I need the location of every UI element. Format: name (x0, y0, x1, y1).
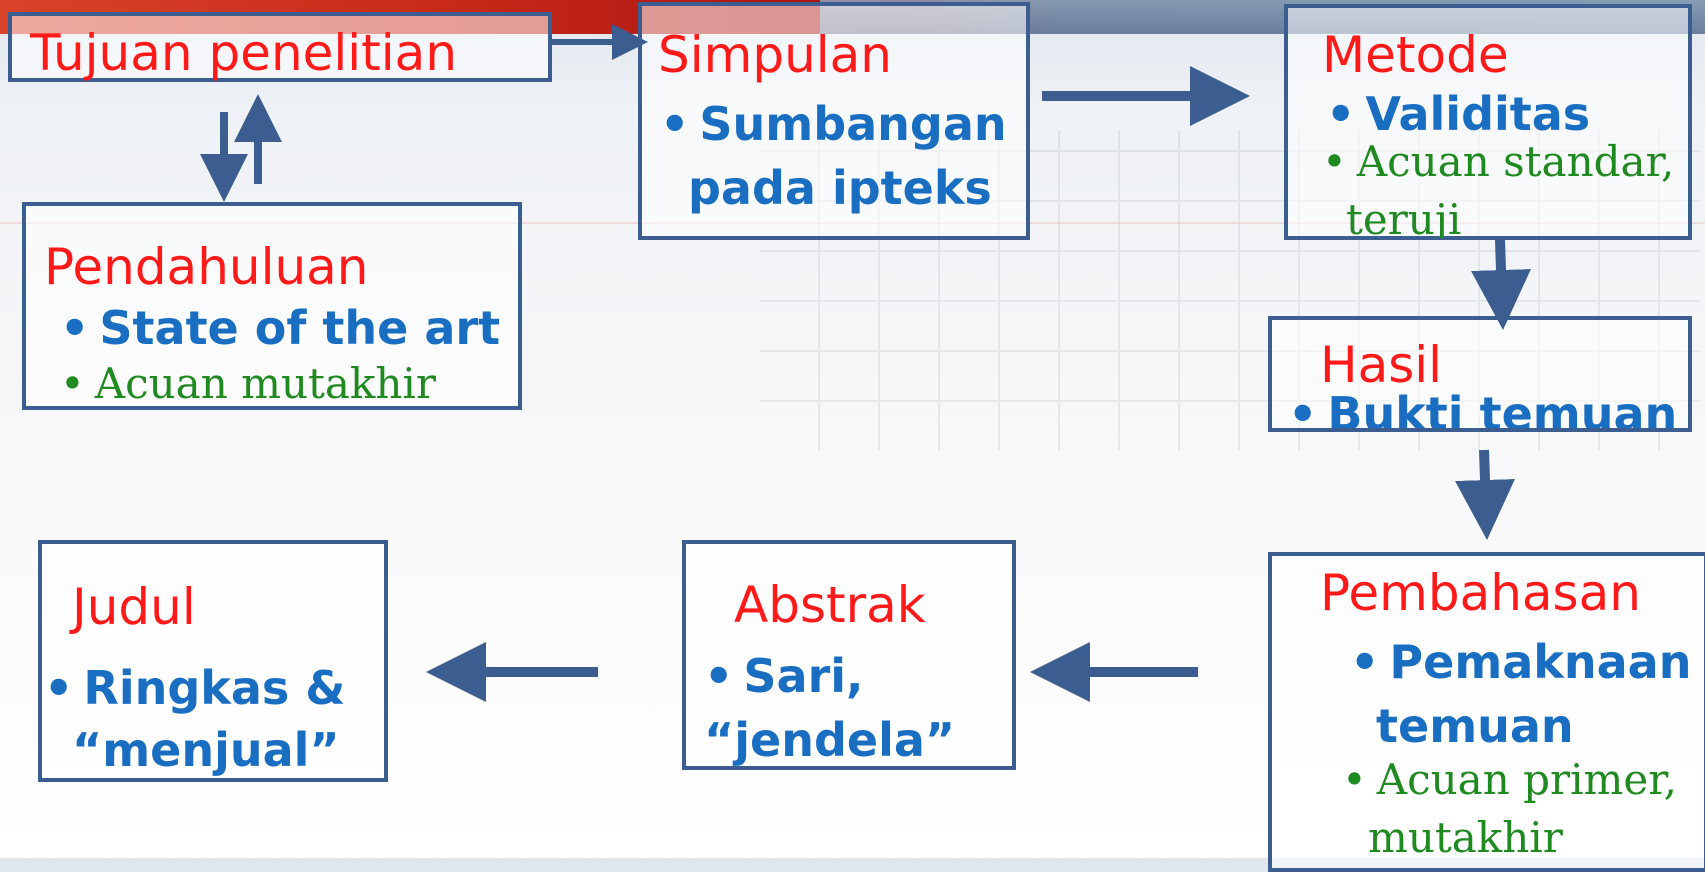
node-judul-bullet1-line1: Ringkas & (83, 661, 346, 715)
node-pendahuluan-bullet1: •State of the art (60, 300, 500, 358)
node-pendahuluan-bullet1-text: State of the art (99, 301, 501, 355)
node-simpulan-bullet-line2: pada ipteks (688, 161, 992, 215)
bullet-icon: • (1322, 137, 1347, 186)
arrow-metode-to-hasil (1471, 239, 1531, 330)
node-metode-bullet2-line1: Acuan standar, (1356, 137, 1675, 186)
bullet-icon: • (1350, 635, 1380, 689)
bullet-icon: • (704, 649, 734, 703)
node-metode-bullet1-text: Validitas (1365, 87, 1591, 141)
bullet-icon: • (60, 359, 85, 408)
node-pembahasan-bullet2: •Acuan primer, (1342, 754, 1677, 807)
node-abstrak-bullet1: •Sari, (704, 648, 864, 706)
node-hasil-bullet1-text: Bukti temuan (1327, 387, 1678, 428)
node-judul (38, 540, 388, 782)
node-metode-bullet1: •Validitas (1326, 86, 1590, 144)
node-judul-bullet1-line2: “menjual” (72, 723, 340, 777)
node-pembahasan-bullet2-line1: Acuan primer, (1376, 755, 1678, 804)
node-pembahasan-bullet1-line2: temuan (1376, 699, 1574, 753)
node-pembahasan-title: Pembahasan (1320, 564, 1641, 622)
node-hasil-title: Hasil (1320, 336, 1443, 394)
bullet-icon: • (1342, 755, 1367, 804)
node-tujuan-penelitian (8, 12, 552, 82)
node-simpulan (638, 2, 1030, 240)
bullet-icon: • (660, 97, 690, 151)
node-pembahasan-bullet1-line1: Pemaknaan (1389, 635, 1692, 689)
node-metode-title: Metode (1322, 26, 1509, 84)
bullet-icon: • (1326, 87, 1356, 141)
node-judul-bullet1: •Ringkas & (44, 660, 345, 718)
node-metode-bullet2: •Acuan standar, (1322, 136, 1674, 189)
node-pendahuluan-bullet2: •Acuan mutakhir (60, 358, 436, 411)
node-simpulan-title: Simpulan (658, 26, 892, 84)
node-pembahasan-bullet2-line2: mutakhir (1368, 813, 1563, 858)
node-metode (1284, 4, 1692, 240)
node-abstrak (682, 540, 1016, 770)
node-pendahuluan (22, 202, 522, 410)
node-hasil-bullet1: •Bukti temuan (1288, 386, 1677, 428)
node-abstrak-bullet1-line2: “jendela” (704, 713, 956, 767)
arrow-hasil-to-pembahasan (1455, 449, 1515, 540)
node-pembahasan (1268, 552, 1705, 872)
node-simpulan-bullet: •Sumbangan (660, 96, 1007, 154)
node-judul-title: Judul (72, 578, 196, 636)
node-simpulan-bullet-line1: Sumbangan (699, 97, 1007, 151)
node-metode-bullet2-line2: teruji (1346, 195, 1462, 238)
node-abstrak-title: Abstrak (734, 576, 926, 634)
bullet-icon: • (1288, 387, 1318, 428)
node-pendahuluan-title: Pendahuluan (44, 238, 369, 296)
node-pembahasan-bullet1: •Pemaknaan (1350, 634, 1691, 692)
node-pendahuluan-bullet2-text: Acuan mutakhir (94, 359, 436, 408)
bullet-icon: • (44, 661, 74, 715)
node-tujuan-title: Tujuan penelitian (30, 24, 458, 82)
bullet-icon: • (60, 301, 90, 355)
node-abstrak-bullet1-line1: Sari, (743, 649, 864, 703)
